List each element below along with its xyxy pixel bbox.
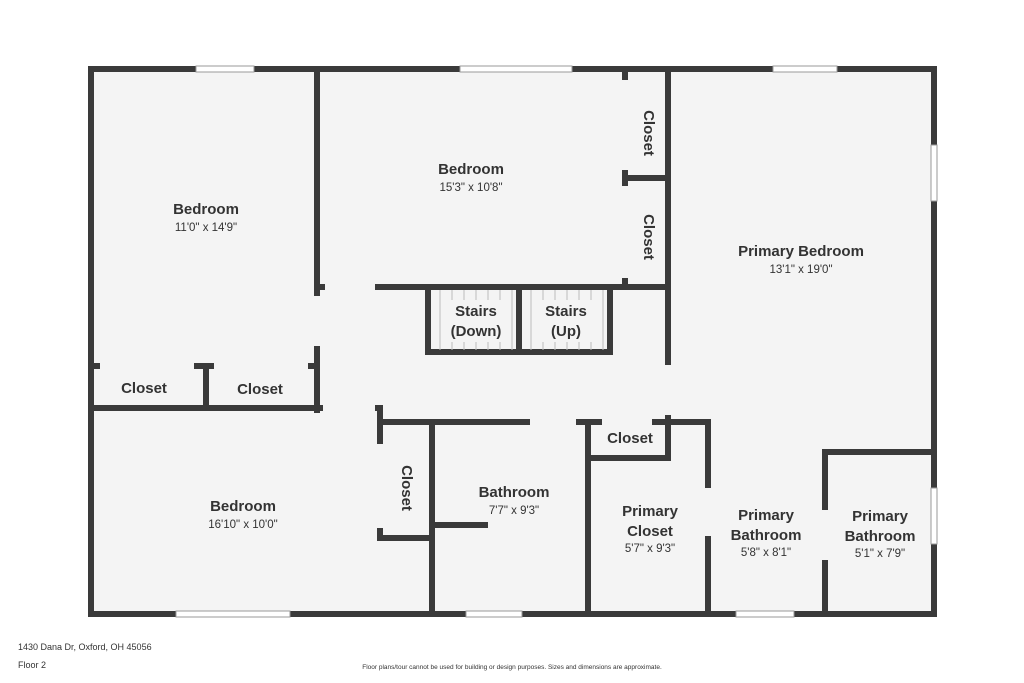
door-openings [100,80,828,560]
stairs-up-label-2: (Up) [551,323,581,340]
closet-label-sw: Closet [398,465,415,511]
room-label-bedroom-nw: Bedroom [173,201,239,218]
room-label-primary-closet-2: Closet [627,523,673,540]
room-label-primary-closet-1: Primary [622,503,679,520]
room-dims-primary-bathroom-a: 5'8" x 8'1" [741,547,791,559]
room-label-primary-bedroom: Primary Bedroom [738,243,864,260]
closet-label-nw-right: Closet [237,381,283,398]
room-dims-primary-bathroom-b: 5'1" x 7'9" [855,548,905,560]
room-label-bedroom-sw: Bedroom [210,498,276,515]
closet-label-primary: Closet [607,430,653,447]
property-address: 1430 Dana Dr, Oxford, OH 45056 [18,642,152,652]
room-dims-bedroom-n: 15'3" x 10'8" [439,182,502,194]
closet-label-north-upper: Closet [640,110,657,156]
disclaimer: Floor plans/tour cannot be used for buil… [362,664,662,671]
room-dims-bathroom: 7'7" x 9'3" [489,505,539,517]
stairs-down-label-bg [444,300,508,342]
room-label-bedroom-n: Bedroom [438,161,504,178]
closet-label-north-lower: Closet [640,214,657,260]
closet-label-nw-left: Closet [121,380,167,397]
room-label-primary-bathroom-a-1: Primary [738,507,795,524]
room-label-primary-bathroom-b-1: Primary [852,508,909,525]
room-dims-primary-bedroom: 13'1" x 19'0" [769,264,832,276]
room-label-primary-bathroom-a-2: Bathroom [731,527,802,544]
stairs-up-label-bg [538,300,594,342]
room-dims-primary-closet: 5'7" x 9'3" [625,543,675,555]
stairs-down-label-2: (Down) [451,323,502,340]
room-label-primary-bathroom-b-2: Bathroom [845,528,916,545]
stairs-down-label-1: Stairs [455,303,497,320]
floor-label: Floor 2 [18,660,47,670]
stairs-up-label-1: Stairs [545,303,587,320]
room-label-bathroom: Bathroom [479,484,550,501]
room-dims-bedroom-nw: 11'0" x 14'9" [175,222,237,234]
room-dims-bedroom-sw: 16'10" x 10'0" [208,519,277,531]
windows [175,65,938,618]
